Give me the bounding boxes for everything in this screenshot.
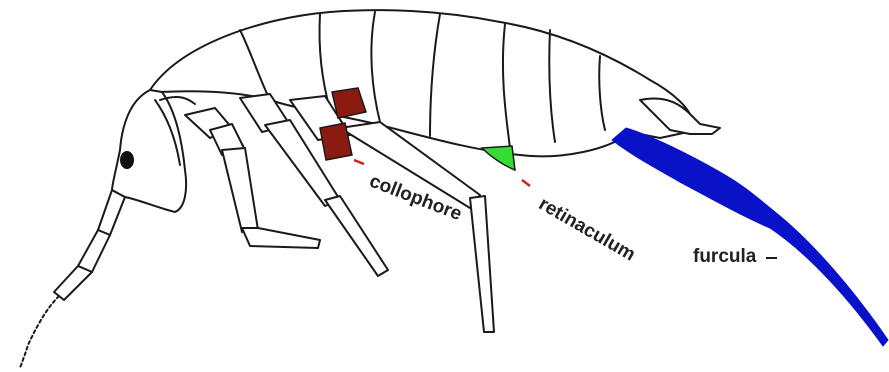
- retinaculum-leader: [522, 180, 530, 186]
- front-leg: [185, 108, 320, 248]
- collophore-leader: [354, 160, 364, 164]
- retinaculum: [482, 146, 515, 170]
- antenna: [20, 190, 125, 368]
- eye-icon: [120, 151, 134, 169]
- furcula-label: furcula: [693, 246, 756, 268]
- furcula: [612, 128, 888, 346]
- head: [112, 90, 186, 212]
